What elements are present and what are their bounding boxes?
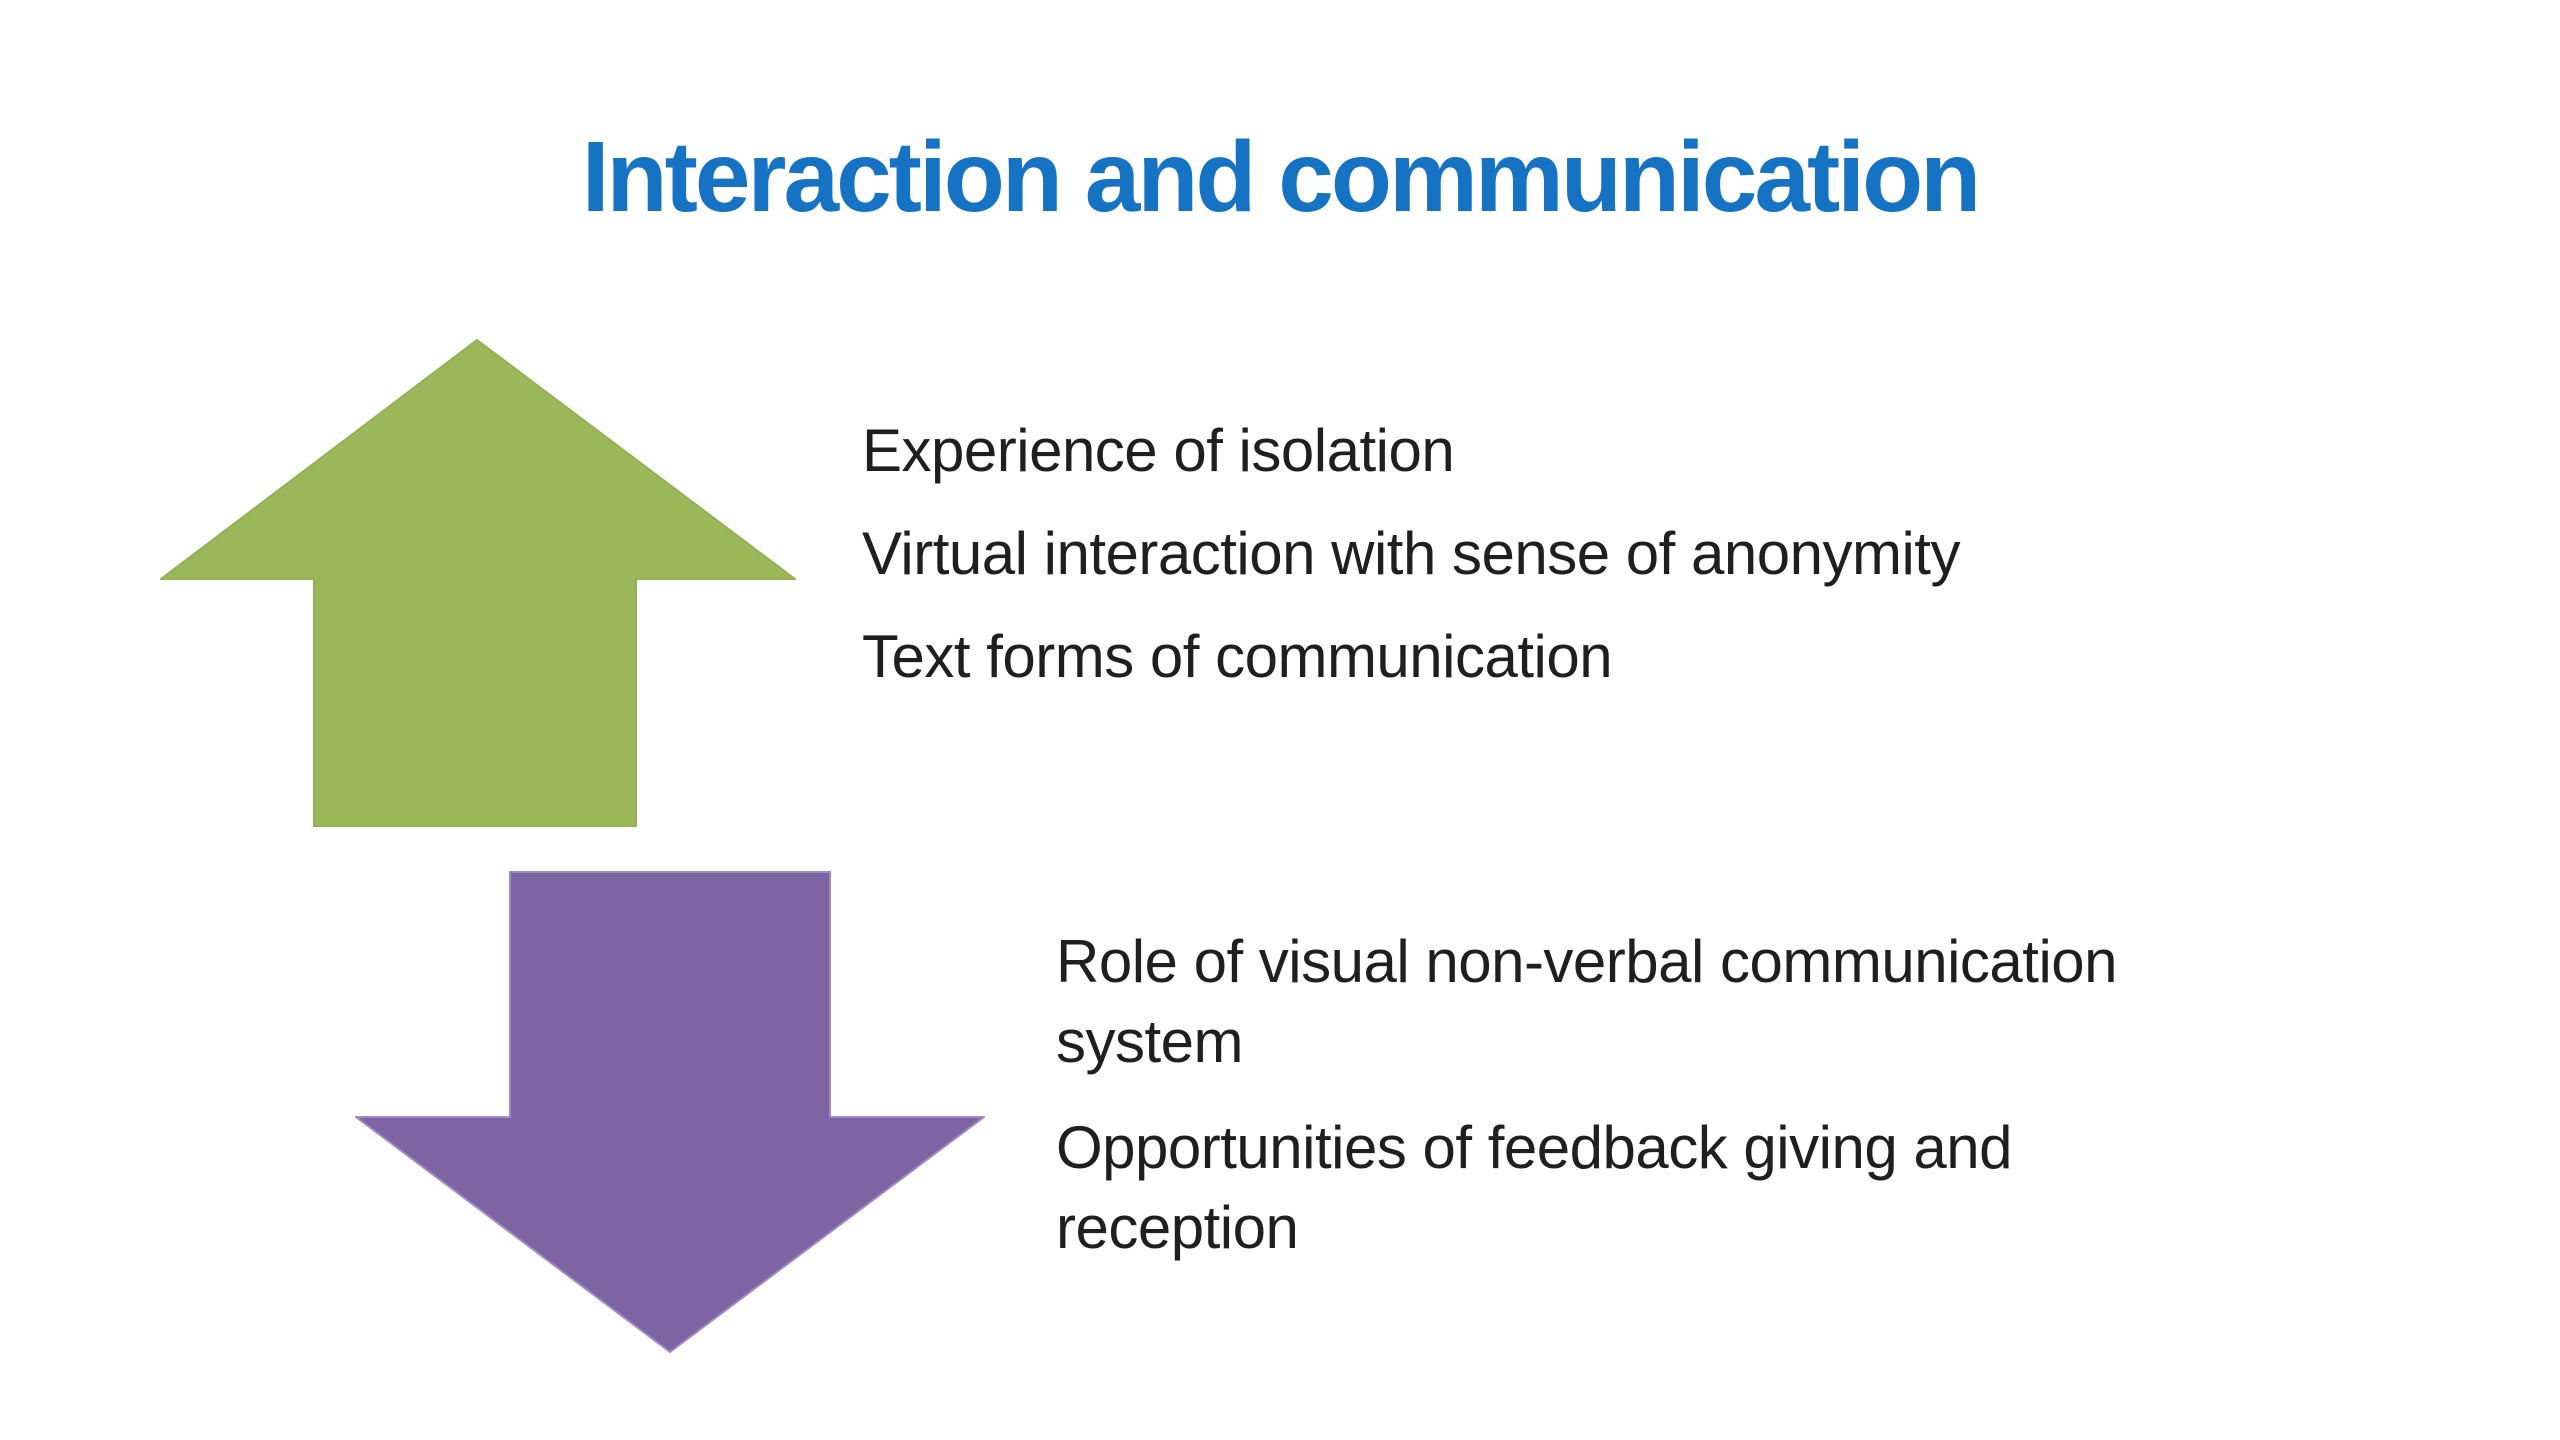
up-arrow-icon — [160, 339, 796, 827]
down-arrow-text-list: Role of visual non-verbal communication … — [1056, 922, 2118, 1294]
down-arrow-icon — [355, 871, 985, 1353]
up-arrow-text-list: Experience of isolation Virtual interact… — [862, 412, 1960, 721]
list-item-line: reception — [1056, 1194, 1299, 1261]
list-item: Opportunities of feedback giving and rec… — [1056, 1108, 2117, 1268]
list-item: Text forms of communication — [862, 623, 1613, 690]
list-item: Experience of isolation — [862, 417, 1455, 484]
slide-title: Interaction and communication — [581, 121, 1982, 233]
list-item: Role of visual non-verbal communication … — [1056, 922, 2118, 1082]
list-item-line: Opportunities of feedback giving and — [1056, 1114, 2012, 1181]
list-item-line: Role of visual non-verbal communication — [1056, 928, 2118, 995]
list-item-line: system — [1056, 1008, 1244, 1075]
list-item: Virtual interaction with sense of anonym… — [862, 520, 1960, 587]
